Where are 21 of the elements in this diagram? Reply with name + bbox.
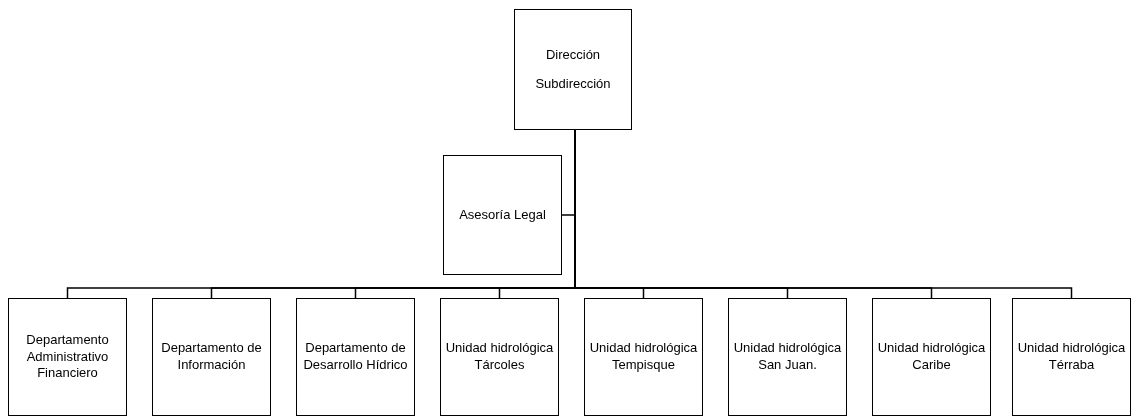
- org-box: [1012, 298, 1131, 416]
- unit-name: Unidad hidrológica Tárcoles: [445, 340, 554, 374]
- org-box: [584, 298, 703, 416]
- org-box: [514, 9, 632, 130]
- unit-name: Departamento Administrativo Financiero: [25, 331, 110, 383]
- unit-name: Unidad hidrológica Caribe: [877, 340, 986, 374]
- org-box: [296, 298, 415, 416]
- unit-name: Asesoría Legal: [459, 206, 546, 224]
- org-box: [8, 298, 127, 416]
- unit-name: Subdirección: [535, 75, 611, 93]
- unit-name: Departamento de Información: [160, 340, 263, 374]
- org-box: [152, 298, 271, 416]
- org-box: [872, 298, 991, 416]
- unit-name: Unidad hidrológica San Juan.: [733, 340, 842, 374]
- unit-name: Unidad hidrológica Térraba: [1017, 340, 1126, 374]
- org-box: [440, 298, 559, 416]
- unit-name: Unidad hidrológica Tempisque: [589, 340, 698, 374]
- unit-name: Departamento de Desarrollo Hídrico: [302, 340, 409, 374]
- unit-name: Dirección: [545, 46, 601, 64]
- org-box: [443, 155, 562, 275]
- org-box: [728, 298, 847, 416]
